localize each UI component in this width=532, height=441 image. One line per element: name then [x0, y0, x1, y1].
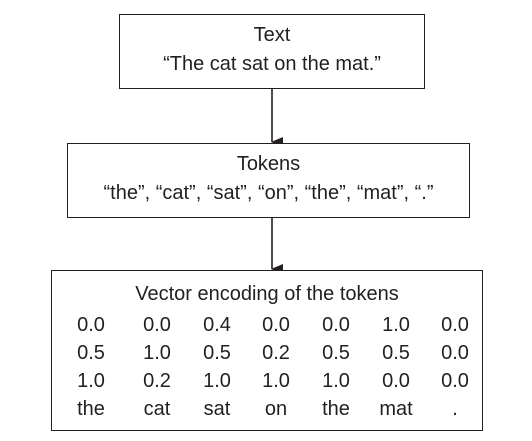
tokens-box-list: “the”, “cat”, “sat”, “on”, “the”, “mat”,… [103, 182, 434, 204]
vector-encoding-title: Vector encoding of the tokens [135, 283, 399, 305]
vector-token-label: on [264, 398, 288, 420]
text-box: Text “The cat sat on the mat.” [119, 14, 425, 89]
vector-token-label: sat [203, 398, 231, 420]
vector-token-row: the cat sat on the mat . [52, 395, 482, 423]
vector-token-label: mat [379, 398, 413, 420]
vector-cell: 0.0 [77, 314, 105, 336]
vector-encoding-box: Vector encoding of the tokens 0.0 0.0 0.… [51, 270, 483, 431]
vector-cell: 0.0 [322, 314, 350, 336]
vector-row-1: 0.0 0.0 0.4 0.0 0.0 1.0 0.0 [52, 311, 482, 339]
vector-token-label: the [77, 398, 105, 420]
vector-cell: 0.0 [441, 370, 469, 392]
vector-cell: 0.5 [382, 342, 410, 364]
vector-cell: 1.0 [262, 370, 290, 392]
vector-token-label: cat [143, 398, 171, 420]
vector-cell: 0.5 [77, 342, 105, 364]
vector-cell: 0.5 [322, 342, 350, 364]
vector-cell: 1.0 [322, 370, 350, 392]
vector-cell: 1.0 [203, 370, 231, 392]
text-box-title: Text [253, 24, 291, 46]
vector-cell: 0.0 [382, 370, 410, 392]
text-box-sentence: “The cat sat on the mat.” [163, 53, 381, 75]
tokens-box-title: Tokens [236, 153, 301, 175]
vector-token-label: the [322, 398, 350, 420]
vector-row-2: 0.5 1.0 0.5 0.2 0.5 0.5 0.0 [52, 339, 482, 367]
vector-grid: 0.0 0.0 0.4 0.0 0.0 1.0 0.0 0.5 1.0 0.5 … [52, 311, 482, 423]
vector-cell: 0.5 [203, 342, 231, 364]
tokens-box: Tokens “the”, “cat”, “sat”, “on”, “the”,… [67, 143, 470, 218]
vector-cell: 0.0 [143, 314, 171, 336]
vector-cell: 0.0 [262, 314, 290, 336]
vector-cell: 0.2 [262, 342, 290, 364]
vector-cell: 0.0 [441, 314, 469, 336]
vector-cell: 0.4 [203, 314, 231, 336]
vector-cell: 1.0 [77, 370, 105, 392]
vector-cell: 1.0 [382, 314, 410, 336]
vector-cell: 1.0 [143, 342, 171, 364]
vector-token-label: . [452, 398, 458, 420]
vector-cell: 0.2 [143, 370, 171, 392]
vector-cell: 0.0 [441, 342, 469, 364]
vector-row-3: 1.0 0.2 1.0 1.0 1.0 0.0 0.0 [52, 367, 482, 395]
